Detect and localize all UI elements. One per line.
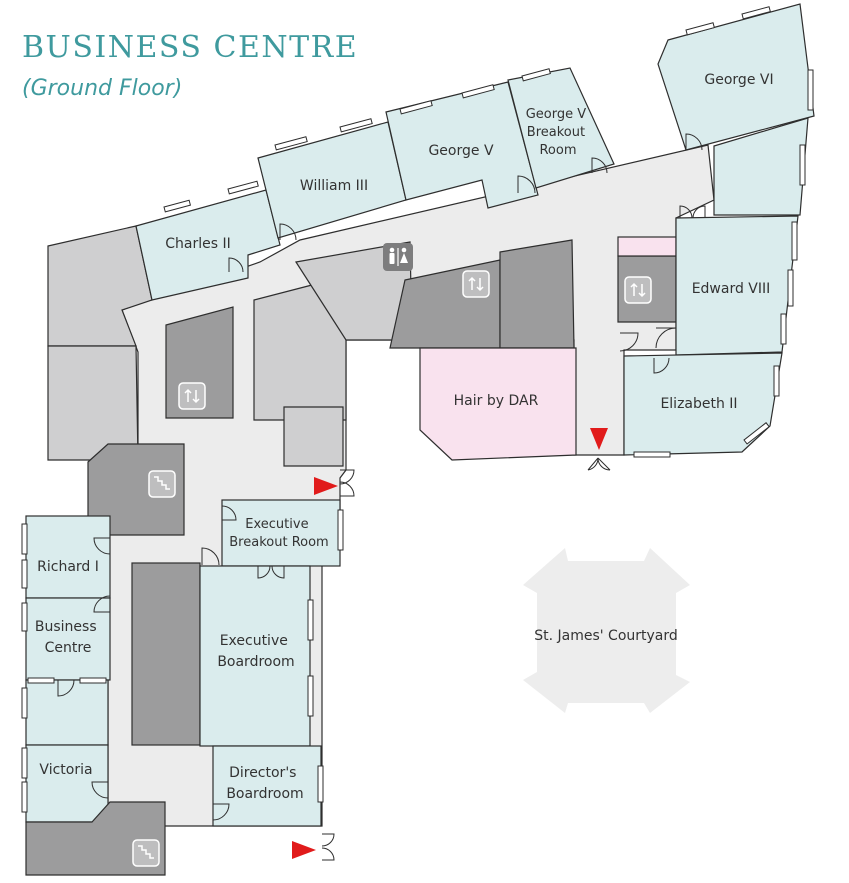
label-william-iii: William III (300, 178, 368, 194)
toilets-icon (383, 243, 413, 271)
storage-block-west (131, 562, 201, 746)
stairwell-southwest (25, 801, 166, 876)
room-executive-boardroom[interactable] (199, 565, 311, 747)
label-charles-ii: Charles II (165, 236, 231, 252)
service-area-west-lower (47, 345, 139, 461)
label-george-v-breakout: George V Breakout Room (526, 107, 591, 158)
page-subtitle: (Ground Floor) (22, 76, 183, 101)
label-elizabeth-ii: Elizabeth II (660, 396, 737, 412)
room-executive-breakout[interactable] (221, 499, 341, 567)
service-area-central (253, 284, 347, 421)
stairs-icon (132, 839, 160, 867)
entrance-arrow-icon (590, 428, 608, 450)
room-directors-boardroom[interactable] (212, 745, 322, 827)
room-business-centre[interactable] (25, 597, 111, 681)
page-title: BUSINESS CENTRE (22, 30, 359, 65)
lift-icon (178, 382, 206, 410)
lift-icon (462, 270, 490, 298)
label-directors-boardroom: Director's Boardroom (226, 765, 303, 802)
room-edward-viii[interactable] (675, 215, 799, 356)
lift-icon (624, 276, 652, 304)
entrance-arrow-icon (292, 841, 316, 859)
label-hair-by-dar: Hair by DAR (454, 393, 539, 409)
stairs-icon (148, 470, 176, 498)
room-unlabelled-west[interactable] (25, 679, 109, 746)
service-area-small (283, 406, 344, 467)
label-george-v: George V (428, 143, 493, 159)
label-richard-i: Richard I (37, 559, 99, 575)
room-victoria[interactable] (25, 744, 109, 823)
label-edward-viii: Edward VIII (692, 281, 771, 297)
entrance-arrow-icon (314, 477, 338, 495)
windows (21, 6, 814, 813)
service-area-dark-east (499, 239, 575, 349)
retail-hair-by-dar[interactable] (419, 347, 577, 461)
room-george-vi[interactable] (657, 3, 815, 151)
room-east-strip[interactable] (713, 117, 809, 216)
label-executive-breakout: Executive Breakout Room (229, 517, 328, 550)
label-george-vi: George VI (704, 72, 773, 88)
retail-strip-east (617, 236, 677, 257)
courtyard (523, 548, 690, 713)
label-business-centre: Business Centre (35, 619, 101, 656)
room-richard-i[interactable] (25, 515, 111, 599)
label-courtyard: St. James' Courtyard (534, 628, 678, 644)
label-victoria: Victoria (39, 762, 92, 778)
room-elizabeth-ii[interactable] (623, 352, 783, 456)
label-executive-boardroom: Executive Boardroom (217, 633, 294, 670)
doors (57, 133, 706, 861)
